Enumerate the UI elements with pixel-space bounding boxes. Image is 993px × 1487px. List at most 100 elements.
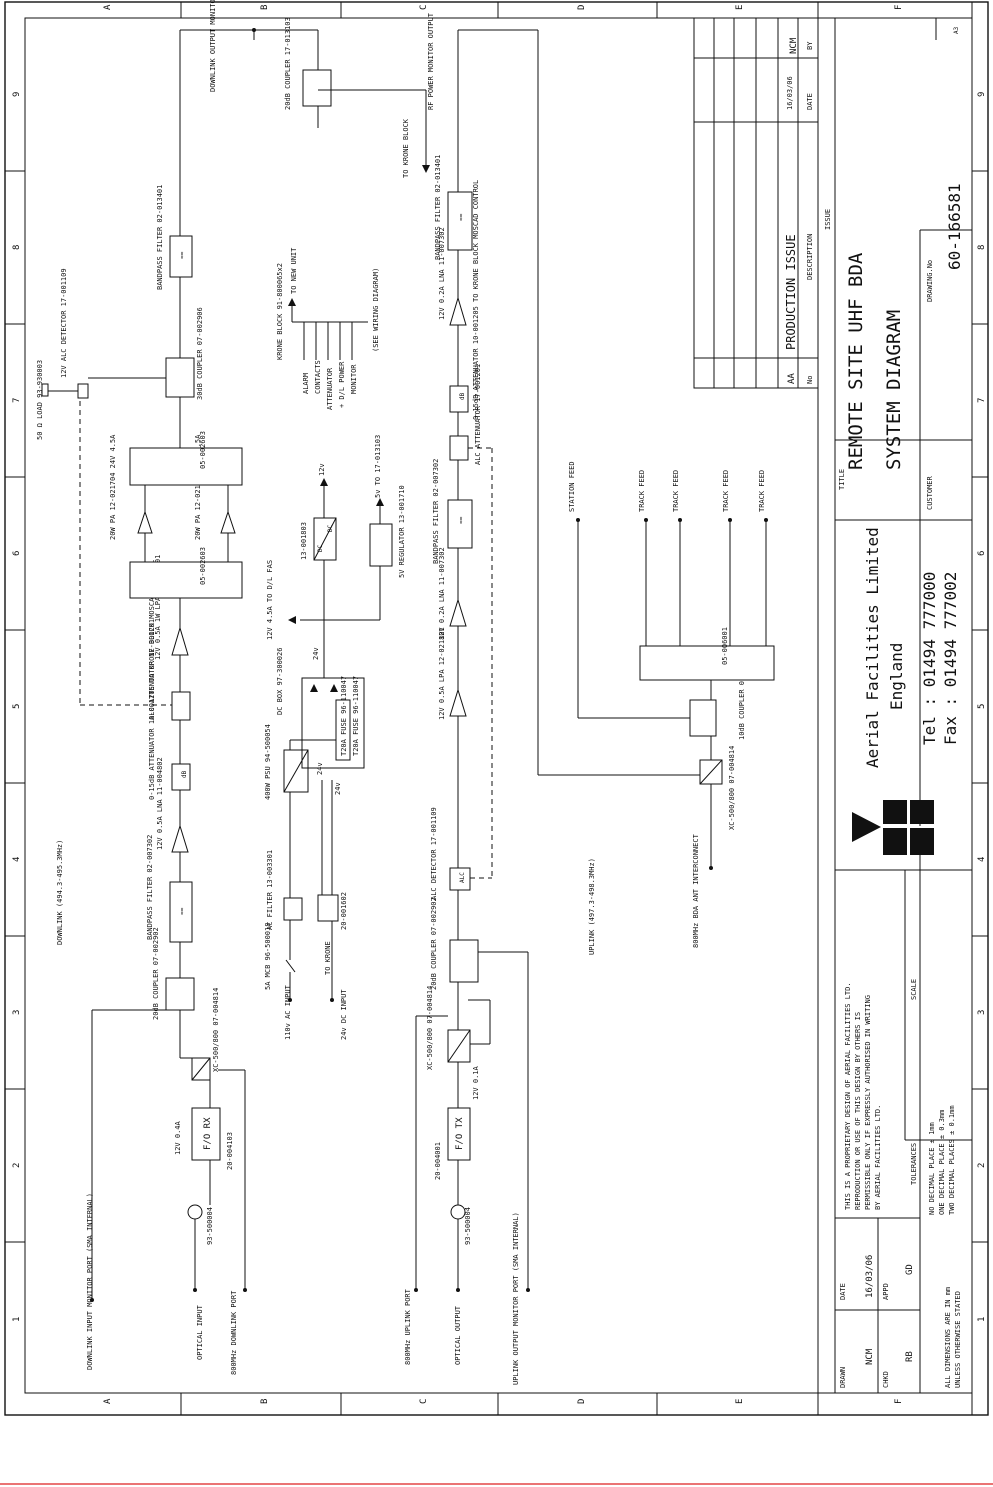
proprietary-notice: BY AERIAL FACILITIES LTD.: [874, 1105, 882, 1210]
attenuator-icon: [171, 763, 191, 791]
appd-by: GD: [905, 1264, 915, 1275]
dc-box: [301, 677, 365, 769]
track-feed-label: TRACK FEED: [638, 470, 646, 512]
to-krone-power-label: TO KRONE: [324, 941, 332, 975]
coupler-icon: [689, 699, 717, 737]
coupler-label: 20dB COUPLER 07-002902: [152, 927, 160, 1020]
splitter-box: [639, 645, 775, 681]
grid-col-label: 6: [977, 551, 987, 556]
grid-row-label: F: [894, 5, 904, 10]
dcdc-left: DC: [317, 544, 324, 552]
dc-term-label: 20-001602: [340, 892, 348, 930]
bandpass-filter-icon: [169, 881, 193, 943]
drawing-border: A B C D E F A B C D E F 1 2 3 4 5 6 7 8 …: [4, 1, 989, 1416]
tolerance-item: ONE DECIMAL PLACE ± 0.3mm: [938, 1110, 946, 1215]
company-fax: Fax : 01494 777002: [941, 572, 960, 745]
downlink-chain: F/O RX 12V 0.4A 20-004103 93-500004 XC-5…: [36, 0, 435, 1375]
date-label: DATE: [839, 1283, 847, 1300]
alc-attenuator-icon: [171, 691, 191, 721]
ul-lna2-label: 12V 0.2A LNA 11-007302: [438, 227, 446, 320]
krone-item: MONITOR: [350, 364, 358, 394]
optical-input-label: OPTICAL INPUT: [196, 1304, 204, 1360]
tolerance-item: NO DECIMAL PLACE ± 1mm: [928, 1122, 936, 1215]
krone-item: CONTACTS: [314, 360, 322, 394]
grid-col-label: 4: [12, 857, 22, 862]
diode-icon: [330, 684, 338, 692]
fo-tx-connector: 93-500004: [464, 1207, 472, 1245]
ul-bpf1-label: BANDPASS FILTER 02-007302: [432, 459, 440, 564]
svg-text:dB: dB: [459, 392, 466, 400]
ul-lpa-label: 12V 0.5A LPA 12-021801: [438, 627, 446, 720]
revision-header-description: DESCRIPTION: [806, 234, 814, 280]
to-krone-label: TO KRONE BLOCK: [402, 118, 410, 178]
fuse-icon: [335, 699, 351, 761]
dimensions-note: ALL DIMENSIONS ARE IN mm: [944, 1287, 952, 1388]
pa-icon: [220, 510, 236, 534]
krone-to-new-unit: TO NEW UNIT: [290, 247, 298, 294]
grid-col-label: 5: [12, 704, 22, 709]
drawing-no-label: DRAWING.No: [926, 260, 934, 302]
chkd-by: RB: [905, 1351, 915, 1362]
dl-monitor-input: DOWNLINK INPUT MONITOR PORT (SMA INTERNA…: [86, 1193, 94, 1370]
coupler-icon: [302, 69, 332, 107]
krone-block: KRONE BLOCK 91-800065x2 TO NEW UNIT ALAR…: [276, 247, 380, 410]
fuse-label: T20A FUSE 96-110047: [352, 676, 360, 756]
grid-col-label: 9: [977, 92, 987, 97]
krone-title: KRONE BLOCK 91-800065x2: [276, 263, 284, 360]
grid-col-label: 7: [12, 398, 22, 403]
company-name: Aerial Facilities Limited: [863, 527, 882, 768]
optical-connector-icon: [450, 1204, 466, 1220]
ul-alc-detector-label: ALC DETECTOR 17-001109: [430, 807, 438, 900]
splitter-box: [129, 561, 243, 599]
drawing-title-line1: REMOTE SITE UHF BDA: [845, 252, 867, 470]
dcdc-out-label: 12v: [318, 463, 326, 476]
port-800-label: 800MHz DOWNLINK PORT: [230, 1290, 238, 1375]
svg-text:≈≈: ≈≈: [458, 516, 465, 524]
bandpass-filter-icon: [447, 499, 473, 549]
diode-icon: [310, 684, 318, 692]
dcdc-right: DC: [327, 524, 334, 532]
fo-tx-label: F/O TX: [455, 1117, 465, 1150]
revision-description: PRODUCTION ISSUE: [784, 234, 798, 350]
uplink-chain: ≈≈ BANDPASS FILTER 02-013401 12V 0.2A LN…: [404, 29, 700, 1385]
regulator-out-label: 5v TO 17-013103: [374, 435, 382, 498]
company-tel: Tel : 01494 777000: [920, 572, 939, 745]
uplink-path-label: UPLINK (497.3-498.3MHz): [588, 858, 596, 955]
grid-row-label: B: [260, 5, 270, 10]
grid-col-label: 1: [12, 1317, 22, 1322]
lna-icon: [449, 598, 467, 627]
chkd-label: CHKD: [882, 1371, 890, 1388]
ac-filter-icon: [283, 897, 303, 921]
company-country: England: [887, 643, 906, 710]
optical-connector-icon: [187, 1204, 203, 1220]
revision-table: AA PRODUCTION ISSUE 16/03/06 NCM No DESC…: [693, 17, 832, 389]
antenna-network: XC-500/800 07-004814 800MHz BDA ANT INTE…: [568, 461, 775, 948]
dl-monitor-output: DOWNLINK OUTPUT MONITOR PORT (SMA INTERN…: [209, 0, 217, 92]
bandpass-filter-icon: [447, 191, 473, 251]
ul-diplexer-label: XC-500/800 07-004814: [426, 986, 434, 1070]
splitter-label: 05-002603: [199, 547, 207, 585]
psu-label: 400W PSU 94-500054: [264, 724, 272, 800]
revision-header-no: No: [806, 376, 814, 384]
bpf2-label: BANDPASS FILTER 02-013401: [156, 185, 164, 290]
dc-terminal-icon: [317, 894, 339, 922]
grid-row-label: B: [260, 1399, 270, 1404]
drawing-title-line2: SYSTEM DIAGRAM: [883, 310, 905, 470]
fo-tx-part: 20-004001: [434, 1142, 442, 1180]
mcb-label: 5A MCB 96-500018: [264, 923, 272, 990]
krone-see-wiring: (SEE WIRING DIAGRAM): [372, 268, 380, 352]
track-feed-label: TRACK FEED: [722, 470, 730, 512]
lna-label: 12V 0.5A LNA 11-004802: [156, 757, 164, 850]
grid-col-label: 7: [977, 398, 987, 403]
attenuator-label: 0-15dB ATTENUATOR 10-001205 TO KRONE BLO…: [148, 560, 156, 800]
company-logo: [852, 800, 934, 855]
grid-row-label: E: [735, 1399, 745, 1404]
ul-monitor-output: UPLINK OUTPUT MONITOR PORT (SMA INTERNAL…: [512, 1212, 520, 1385]
ul-att-label: 0-15dB ATTENUATOR 10-001205 TO KRONE BLO…: [472, 180, 480, 420]
diplexer-label: XC-500/800 07-004814: [212, 988, 220, 1072]
coupler-icon: [449, 939, 479, 983]
load-icon: [41, 383, 49, 397]
revision-by: NCM: [789, 37, 799, 54]
grid-col-label: 1: [977, 1317, 987, 1322]
bandpass-filter-icon: [169, 235, 193, 278]
